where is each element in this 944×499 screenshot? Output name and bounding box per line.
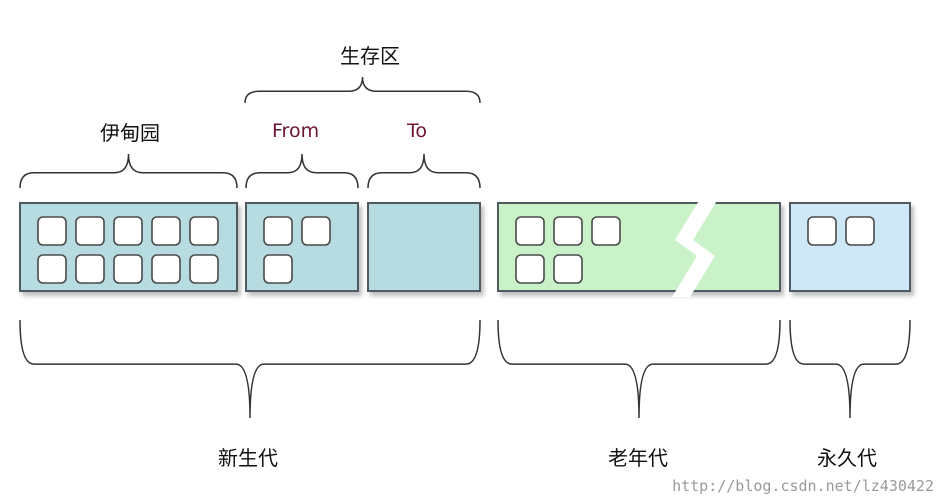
old-object-slot [591, 216, 621, 246]
old-object-slot [553, 216, 583, 246]
old-object-slot [553, 254, 583, 284]
from-object-slot [301, 216, 331, 246]
from-region-box [245, 202, 359, 292]
to-label: To [407, 120, 428, 142]
old-object-slot [515, 216, 545, 246]
eden-object-slot [151, 216, 181, 246]
young-generation-brace [19, 319, 481, 419]
permanent-generation-brace [789, 319, 911, 419]
watermark: http://blog.csdn.net/lz430422 [672, 477, 934, 495]
to-brace [367, 153, 481, 189]
permanent-generation-label: 永久代 [817, 446, 877, 470]
from-object-slot [263, 254, 293, 284]
eden-object-slot [189, 216, 219, 246]
eden-object-slot [113, 254, 143, 284]
old-region-box [497, 202, 781, 292]
old-generation-break-mark [672, 199, 718, 297]
from-label: From [272, 120, 320, 142]
to-region-box [367, 202, 481, 292]
eden-object-slot [189, 254, 219, 284]
old-generation-label: 老年代 [608, 446, 668, 470]
old-generation-brace [497, 319, 781, 419]
perm-region-box [789, 202, 911, 292]
perm-object-slot [845, 216, 875, 246]
from-object-slot [263, 216, 293, 246]
survivor-label: 生存区 [340, 44, 400, 68]
eden-object-slot [151, 254, 181, 284]
eden-object-slot [75, 254, 105, 284]
old-object-slot [515, 254, 545, 284]
eden-object-slot [37, 254, 67, 284]
eden-label: 伊甸园 [100, 121, 160, 145]
survivor-brace [244, 76, 481, 104]
young-generation-label: 新生代 [218, 446, 278, 470]
eden-brace [19, 153, 238, 189]
from-brace [245, 153, 359, 189]
eden-object-slot [37, 216, 67, 246]
perm-object-slot [807, 216, 837, 246]
eden-object-slot [113, 216, 143, 246]
eden-object-slot [75, 216, 105, 246]
